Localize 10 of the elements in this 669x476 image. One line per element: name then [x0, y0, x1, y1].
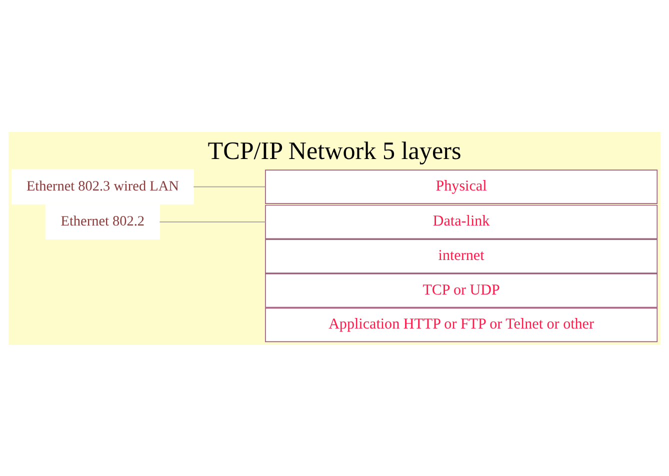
diagram-title: TCP/IP Network 5 layers	[208, 137, 462, 164]
node-box: Physical	[265, 169, 658, 204]
connector	[193, 186, 266, 187]
node-box: Data-link	[265, 204, 658, 239]
node-box: TCP or UDP	[265, 272, 658, 308]
node-box: Application HTTP or FTP or Telnet or other	[265, 307, 658, 342]
connector	[159, 221, 266, 222]
node-box: internet	[265, 238, 658, 273]
node-box: Ethernet 802.2	[45, 204, 160, 240]
node-box: Ethernet 802.3 wired LAN	[11, 168, 194, 204]
